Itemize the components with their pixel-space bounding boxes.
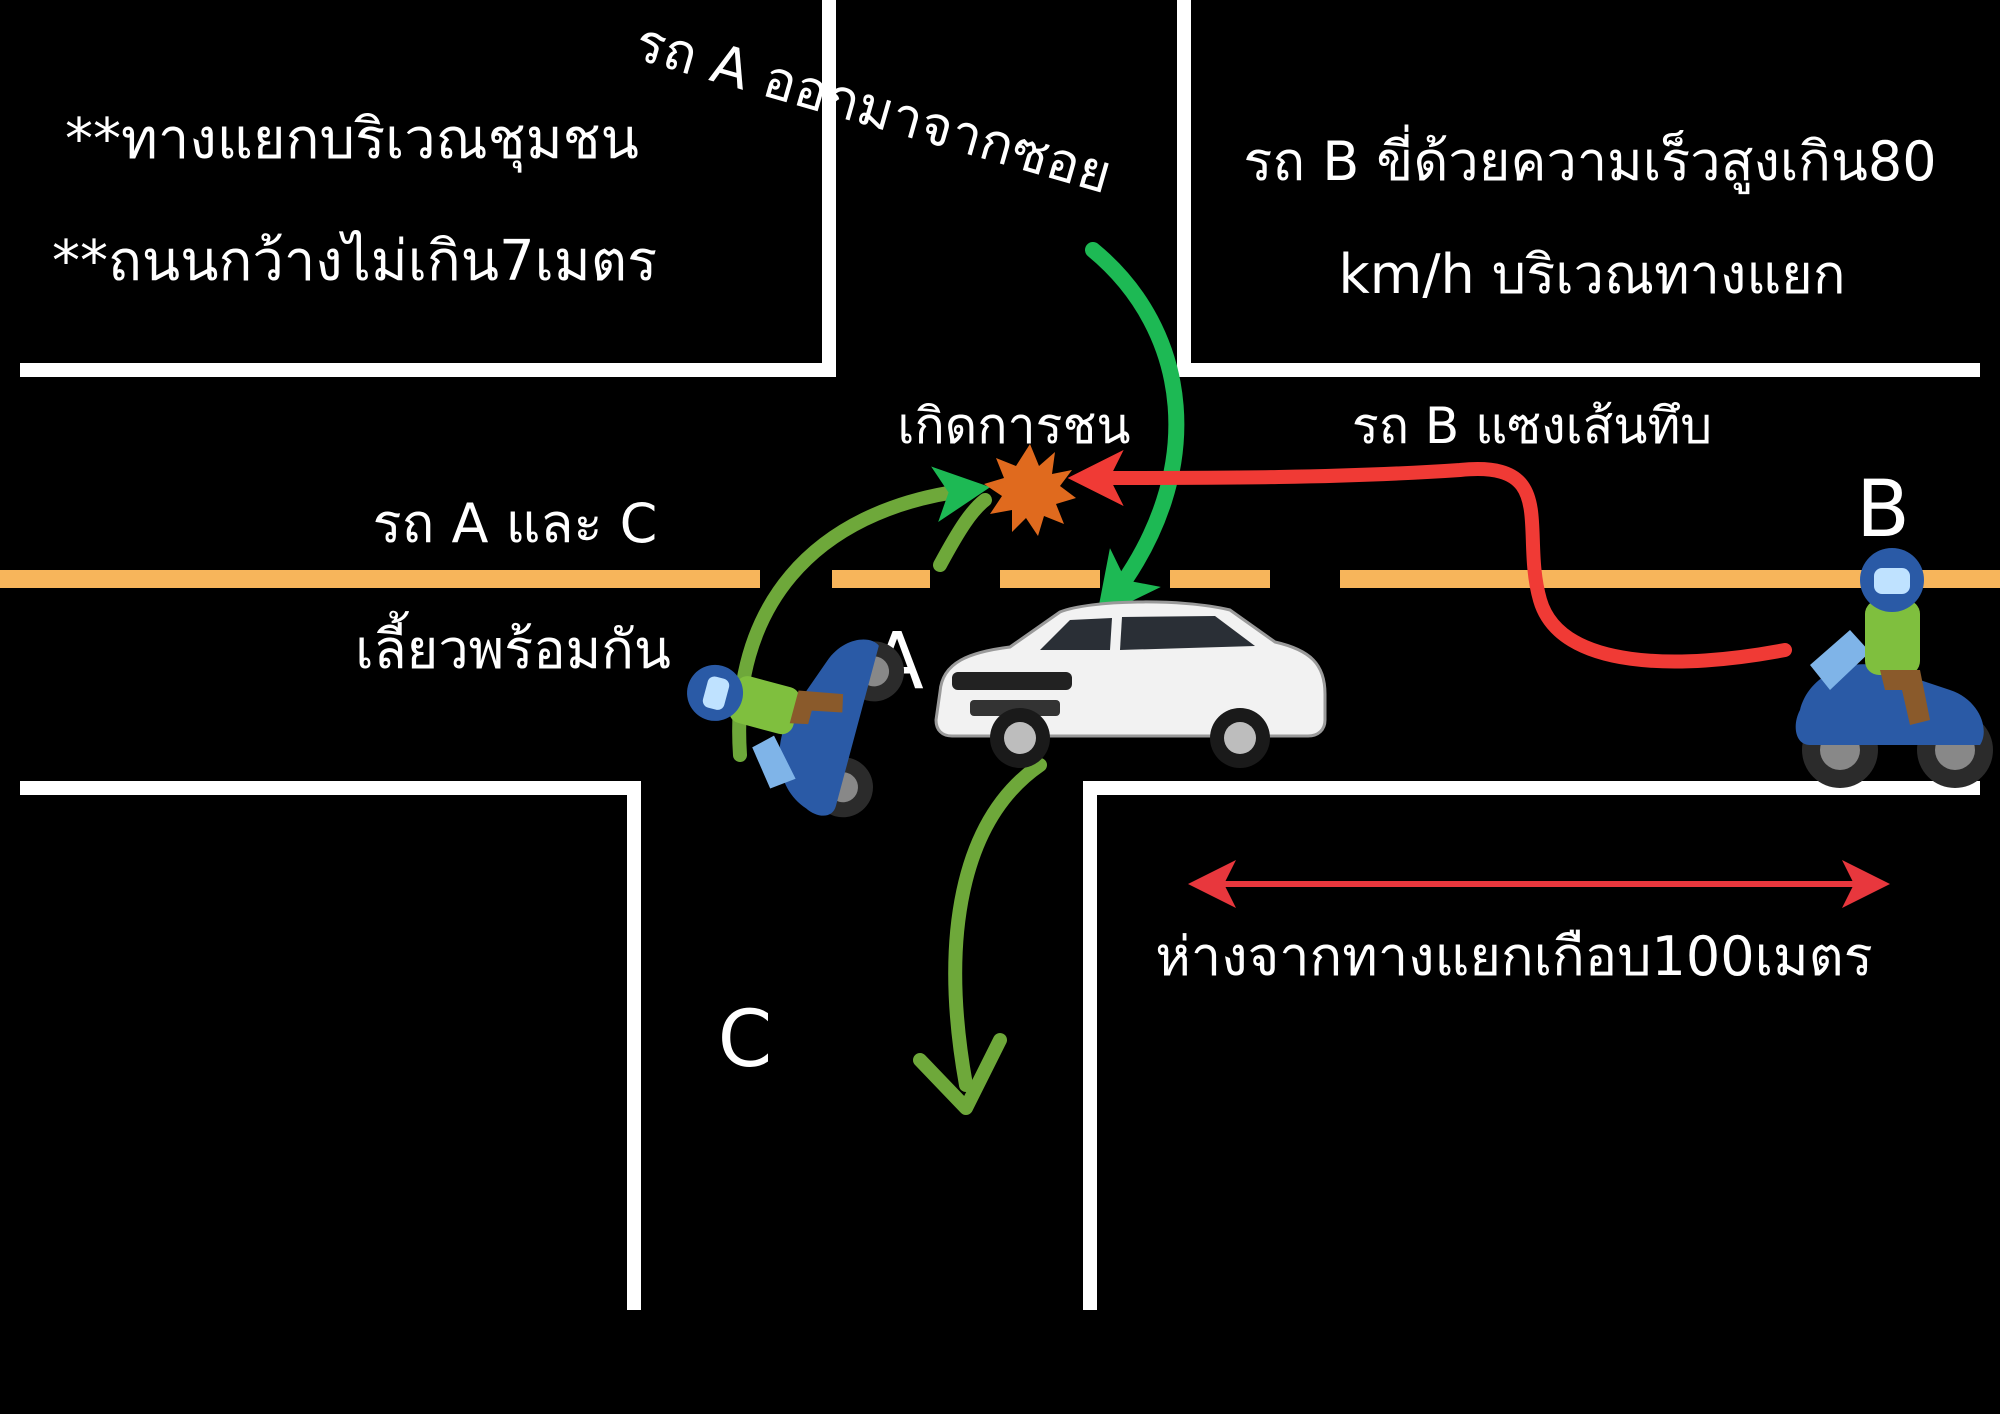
road-edge-top-right [1177, 0, 1980, 377]
collision-label: เกิดการชน [897, 397, 1130, 455]
path-car-a-down-head [913, 1033, 1007, 1115]
motorcycle-rider-icon [687, 639, 905, 818]
path-car-b-overtake [1067, 449, 1792, 669]
car-b-speed-line2: km/h บริเวณทางแยก [1338, 243, 1845, 306]
car-icon [934, 600, 1327, 768]
path-car-a-turn [933, 493, 992, 572]
motorcycle-rider-icon [1795, 548, 1993, 788]
path-car-a-down [948, 758, 1047, 1092]
car-b-overtake-label: รถ B แซงเส้นทึบ [1352, 397, 1712, 455]
road-edge-top-left [20, 0, 836, 377]
note-road-width: **ถนนกว้างไม่เกิน7เมตร [52, 229, 657, 294]
road-edge-bottom-right [1083, 781, 1980, 1310]
road-edges [20, 0, 1980, 1310]
vehicle-label-b: B [1856, 465, 1910, 555]
path-car-a-from-alley [1085, 242, 1185, 619]
turn-together-line1: รถ A และ C [373, 492, 658, 555]
collision-burst-icon [984, 444, 1076, 536]
turn-together-line2: เลี้ยวพร้อมกัน [355, 611, 671, 681]
note-junction: **ทางแยกบริเวณชุมชน [65, 107, 639, 173]
distance-label: ห่างจากทางแยกเกือบ100เมตร [1155, 925, 1872, 988]
vehicle-label-c: C [718, 995, 772, 1085]
car-b-speed-line1: รถ B ขี่ด้วยความเร็วสูงเกิน80 [1243, 124, 1936, 194]
road-edge-bottom-left [20, 781, 641, 1310]
